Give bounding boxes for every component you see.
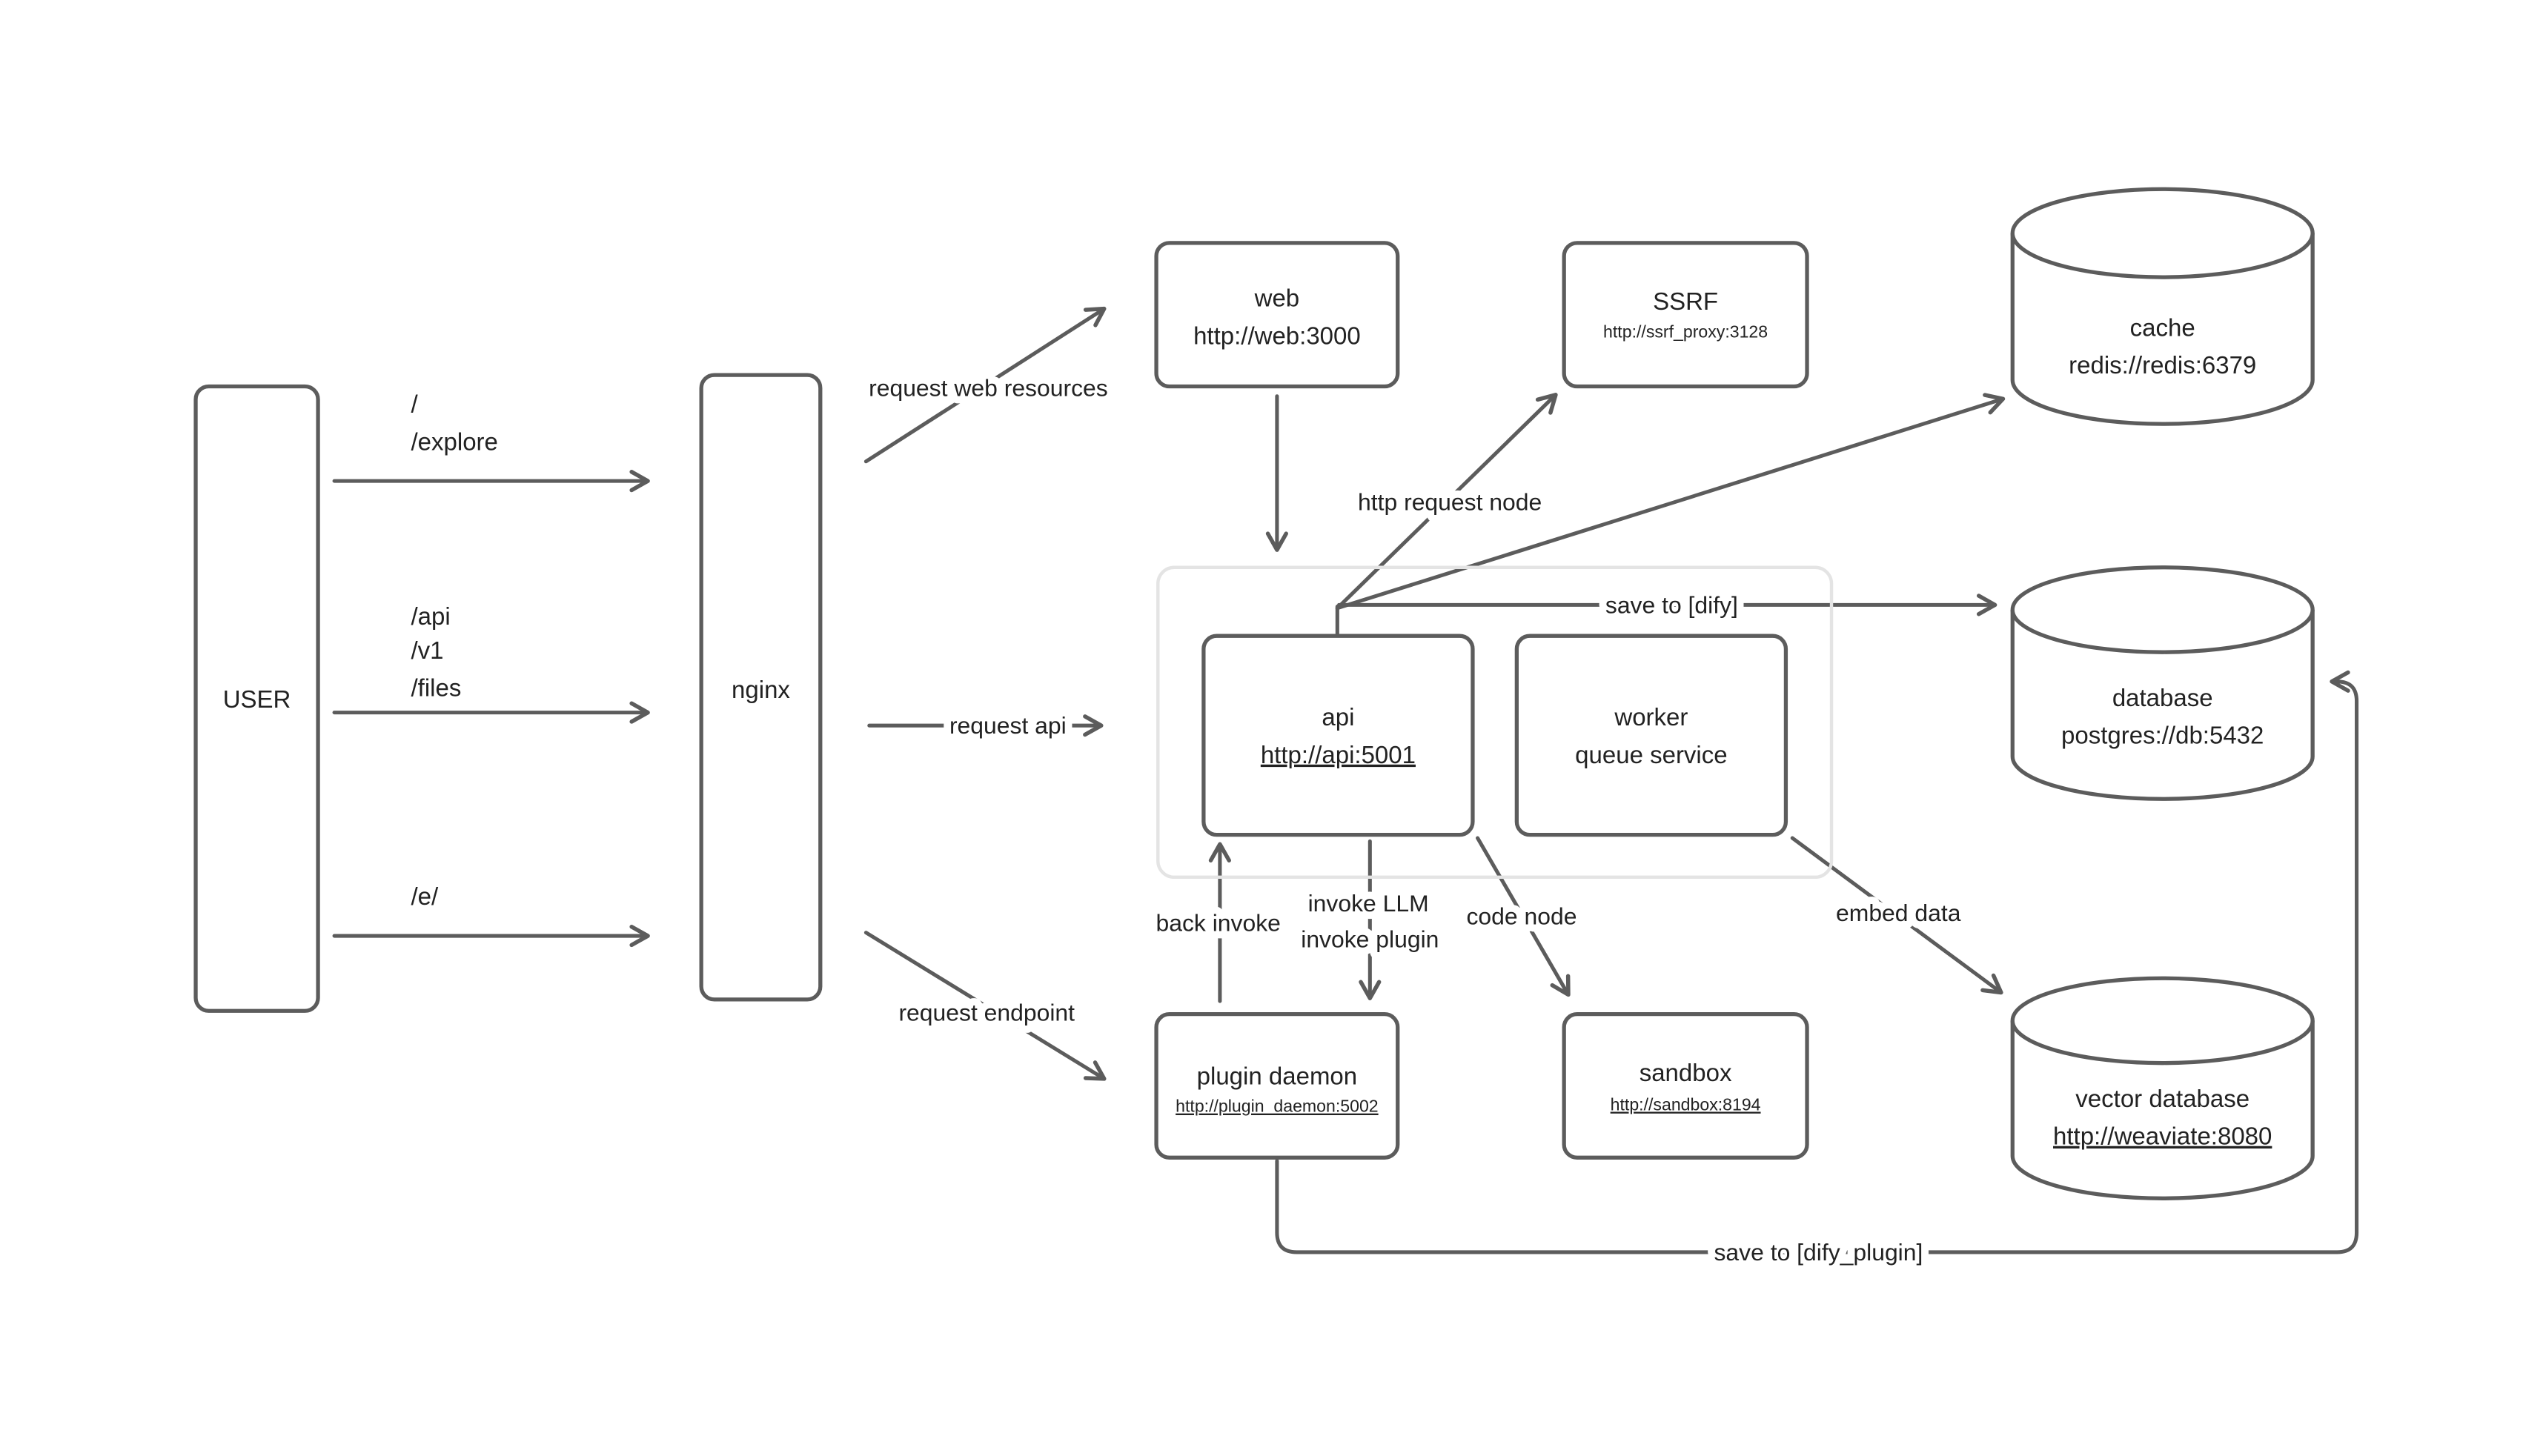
api-worker-group: [1156, 565, 1834, 880]
ssrf-box: [1562, 241, 1809, 389]
edge-label-invoke-llm: invoke LLM: [1308, 890, 1429, 917]
database-cylinder-body: [2010, 609, 2315, 801]
cache-url: redis://redis:6379: [2069, 351, 2256, 379]
ssrf-node: SSRF http://ssrf_proxy:3128: [1562, 241, 1809, 389]
edge-label-embed-data: embed data: [1836, 900, 1961, 926]
worker-node: worker queue service: [1514, 634, 1788, 837]
nginx-node: nginx: [699, 373, 823, 1002]
worker-sublabel: queue service: [1575, 741, 1727, 768]
edge-plugin-daemon-database: [1275, 670, 2359, 1254]
vector-database-url: http://weaviate:8080: [2053, 1123, 2272, 1150]
web-box: [1154, 241, 1400, 389]
edge-worker-vector-database: [1790, 836, 2003, 995]
worker-label: worker: [1614, 703, 1688, 731]
database-cylinder-top: [2010, 565, 2315, 654]
vector-database-cylinder-top: [2010, 976, 2315, 1066]
api-label: api: [1322, 703, 1354, 731]
api-url: http://api:5001: [1261, 741, 1416, 768]
ssrf-label: SSRF: [1653, 287, 1718, 315]
vector-database-node: vector database http://weaviate:8080: [2010, 976, 2315, 1200]
cache-cylinder-top: [2010, 187, 2315, 279]
route-v1-label: /v1: [411, 636, 443, 664]
edge-label-back-invoke: back invoke: [1156, 909, 1280, 936]
edge-label-code-node: code node: [1466, 903, 1577, 930]
web-node: web http://web:3000: [1154, 241, 1400, 389]
user-label: USER: [223, 685, 291, 713]
nginx-label: nginx: [732, 676, 790, 703]
edge-label-request-web-resources: request web resources: [869, 375, 1108, 402]
edge-label-request-api: request api: [949, 712, 1067, 739]
api-box: [1201, 634, 1475, 837]
user-box: [193, 384, 320, 1013]
route-files-label: /files: [411, 674, 461, 702]
edge-label-save-to-dify-plugin: save to [dify_plugin]: [1714, 1239, 1923, 1266]
vector-database-cylinder-body: [2010, 1020, 2315, 1200]
edge-api-cache: [1335, 393, 2006, 611]
route-explore-label: /explore: [411, 428, 497, 455]
edge-nginx-web: [863, 306, 1107, 464]
edge-label-request-endpoint: request endpoint: [898, 999, 1075, 1025]
edge-api-ssrf: [1335, 393, 1558, 611]
database-node: database postgres://db:5432: [2010, 565, 2315, 801]
sandbox-url: http://sandbox:8194: [1611, 1094, 1761, 1114]
route-root-label: /: [411, 390, 418, 418]
cache-label: cache: [2130, 313, 2195, 341]
sandbox-node: sandbox http://sandbox:8194: [1562, 1012, 1809, 1160]
web-label: web: [1254, 285, 1300, 312]
route-api-label: /api: [411, 602, 450, 630]
plugin-daemon-url: http://plugin_daemon:5002: [1176, 1097, 1379, 1116]
route-e-label: /e/: [411, 882, 439, 910]
plugin-daemon-label: plugin daemon: [1197, 1062, 1358, 1089]
database-url: postgres://db:5432: [2061, 721, 2264, 748]
edge-nginx-plugin-daemon: [863, 931, 1107, 1081]
ssrf-url: http://ssrf_proxy:3128: [1603, 322, 1768, 342]
nginx-box: [699, 373, 823, 1002]
cache-node: cache redis://redis:6379: [2010, 187, 2315, 426]
edge-label-http-request-node: http request node: [1358, 489, 1542, 516]
edge-label-invoke-plugin: invoke plugin: [1301, 925, 1439, 952]
user-node: USER: [193, 384, 320, 1013]
api-node: api http://api:5001: [1201, 634, 1475, 837]
web-url: http://web:3000: [1193, 322, 1361, 349]
plugin-daemon-box: [1154, 1012, 1400, 1160]
sandbox-box: [1562, 1012, 1809, 1160]
vector-database-label: vector database: [2075, 1085, 2250, 1112]
edge-label-save-to-dify: save to [dify]: [1605, 591, 1738, 618]
database-label: database: [2112, 684, 2213, 711]
plugin-daemon-node: plugin daemon http://plugin_daemon:5002: [1154, 1012, 1400, 1160]
sandbox-label: sandbox: [1640, 1059, 1732, 1086]
worker-box: [1514, 634, 1788, 837]
cache-cylinder-body: [2010, 233, 2315, 426]
edge-api-sandbox: [1476, 836, 1571, 997]
